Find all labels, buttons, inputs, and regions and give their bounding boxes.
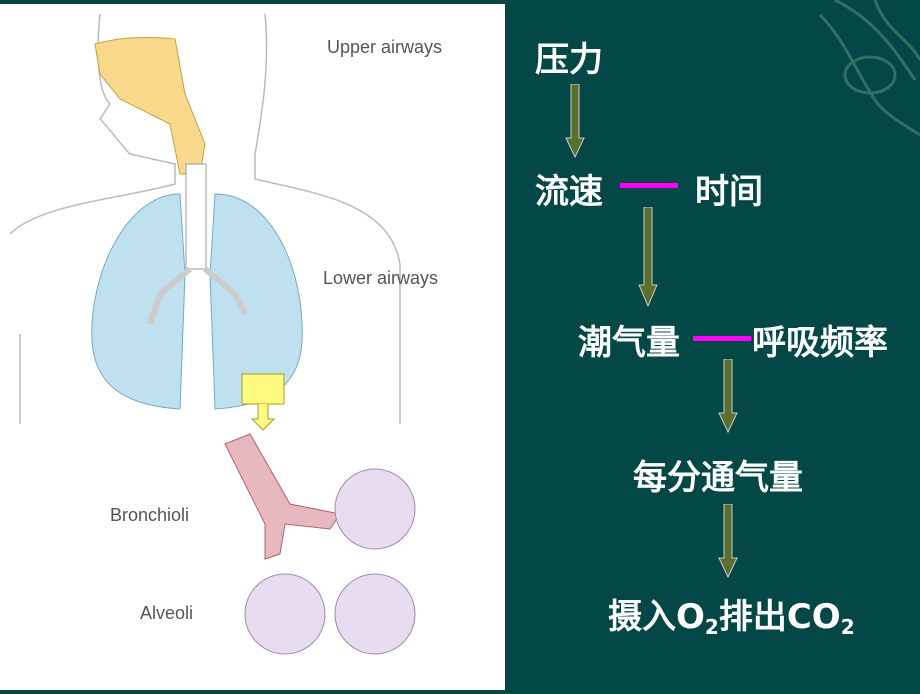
respiratory-system-illustration (9, 13, 416, 655)
left-lung (91, 193, 186, 410)
node-time: 时间 (695, 172, 763, 212)
connector-line (620, 183, 678, 188)
node-pressure: 压力 (535, 40, 603, 80)
zoom-callout-box (241, 373, 285, 405)
arrow-down-icon (638, 207, 658, 307)
label-upper-airways: Upper airways (327, 37, 443, 57)
bronchiole-tubes (224, 433, 341, 560)
label-lower-airways: Lower airways (323, 268, 439, 288)
subscript: 2 (840, 615, 855, 639)
trachea (185, 163, 207, 270)
arrow-down-icon (565, 84, 585, 158)
node-gas-exchange: 摄入O2排出CO2 (608, 597, 855, 647)
decorative-phoenix-ornament (818, 0, 920, 137)
label-alveoli: Alveoli (140, 603, 194, 623)
gas-out-text: 排出CO (718, 597, 841, 637)
subscript: 2 (704, 615, 719, 639)
label-bronchioli: Bronchioli (110, 505, 190, 525)
gas-intake-text: 摄入O (608, 597, 705, 637)
node-tidal-volume: 潮气量 (578, 323, 680, 363)
connector-line (693, 336, 751, 341)
node-respiratory-rate: 呼吸频率 (752, 323, 888, 363)
arrow-down-icon (718, 359, 738, 433)
arrow-down-icon (718, 504, 738, 578)
node-flow-rate: 流速 (535, 172, 603, 212)
alveoli-cluster (334, 468, 416, 550)
respiratory-illustration-panel: Upper airways Lower airways Bronchioli A… (0, 4, 505, 690)
nasal-cavity (94, 36, 206, 175)
node-minute-ventilation: 每分通气量 (633, 458, 803, 498)
